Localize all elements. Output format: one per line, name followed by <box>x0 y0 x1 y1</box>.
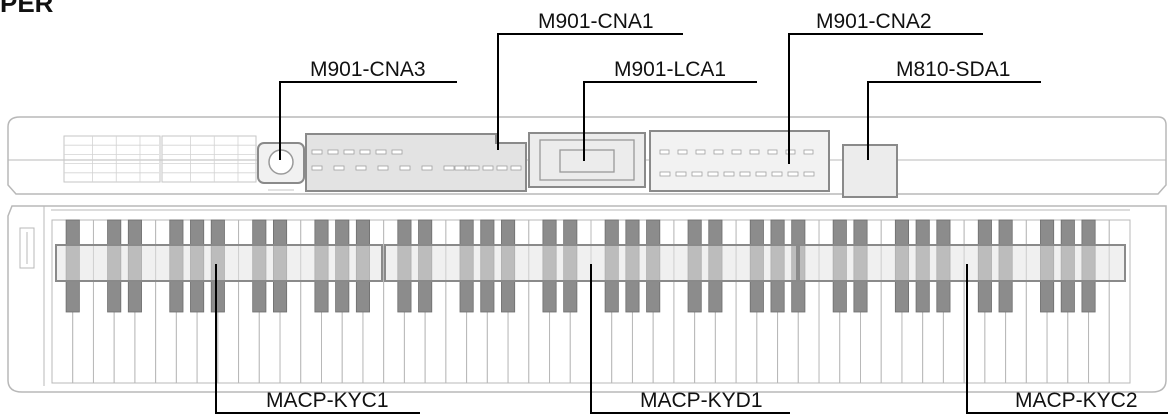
panel-button <box>311 165 323 171</box>
label-cna3: M901-CNA3 <box>310 58 426 81</box>
left-panel-grids <box>63 135 257 183</box>
panel-button <box>482 165 494 171</box>
panel-button <box>375 149 387 155</box>
leader-cna1 <box>497 33 683 150</box>
label-kyd1: MACP-KYD1 <box>640 389 763 412</box>
panel-lca1-region <box>528 132 646 188</box>
panel-button <box>785 149 796 155</box>
panel-sda1-region <box>842 144 898 198</box>
panel-button <box>659 171 671 177</box>
lcd-screen <box>539 139 635 181</box>
panel-button <box>510 165 522 171</box>
panel-grid-lines <box>64 136 257 182</box>
region-kyc1 <box>55 244 383 282</box>
label-cna2: M901-CNA2 <box>816 10 932 33</box>
panel-button <box>803 171 815 177</box>
panel-button <box>767 149 778 155</box>
panel-button <box>803 149 814 155</box>
panel-button <box>421 165 433 171</box>
volume-knob <box>257 142 305 191</box>
panel-button <box>343 149 355 155</box>
leader-cna2 <box>788 33 983 164</box>
leader-lca1 <box>583 81 757 161</box>
label-sda1: M810-SDA1 <box>896 58 1010 81</box>
panel-button <box>355 165 367 171</box>
panel-button <box>311 149 323 155</box>
label-cna1: M901-CNA1 <box>538 10 654 33</box>
panel-button <box>755 171 767 177</box>
leader-lines <box>215 33 1168 414</box>
panel-button <box>713 149 724 155</box>
panel-button <box>468 165 480 171</box>
panel-button <box>691 171 703 177</box>
label-lca1: M901-LCA1 <box>614 58 726 81</box>
panel-button <box>675 171 687 177</box>
leader-kyc1 <box>215 264 420 414</box>
panel-button <box>391 149 403 155</box>
panel-button <box>454 165 466 171</box>
panel-buttons <box>311 149 815 177</box>
panel-button <box>333 165 345 171</box>
panel-button <box>377 165 389 171</box>
panel-button <box>677 149 688 155</box>
highlighted-panels <box>305 130 898 198</box>
panel-button <box>787 171 799 177</box>
panel-button <box>771 171 783 177</box>
panel-button <box>659 149 670 155</box>
panel-button <box>496 165 508 171</box>
panel-button <box>739 171 751 177</box>
panel-cna2-region <box>649 130 830 192</box>
panel-button <box>695 149 706 155</box>
leader-sda1 <box>867 81 1041 160</box>
leader-kyd1 <box>590 264 790 414</box>
panel-button <box>749 149 760 155</box>
diagram-title: PER <box>0 0 54 18</box>
instrument-body <box>7 116 1167 393</box>
panel-button <box>707 171 719 177</box>
leader-kyc2 <box>966 264 1168 414</box>
panel-button <box>399 165 411 171</box>
region-kyc2 <box>798 244 1126 282</box>
panel-cna1-region <box>305 133 527 192</box>
panel-button <box>359 149 371 155</box>
panel-button <box>731 149 742 155</box>
label-kyc2: MACP-KYC2 <box>1015 389 1138 412</box>
label-kyc1: MACP-KYC1 <box>266 389 389 412</box>
panel-button <box>327 149 339 155</box>
panel-button <box>723 171 735 177</box>
panel-button <box>443 165 455 171</box>
leader-cna3 <box>279 81 457 160</box>
